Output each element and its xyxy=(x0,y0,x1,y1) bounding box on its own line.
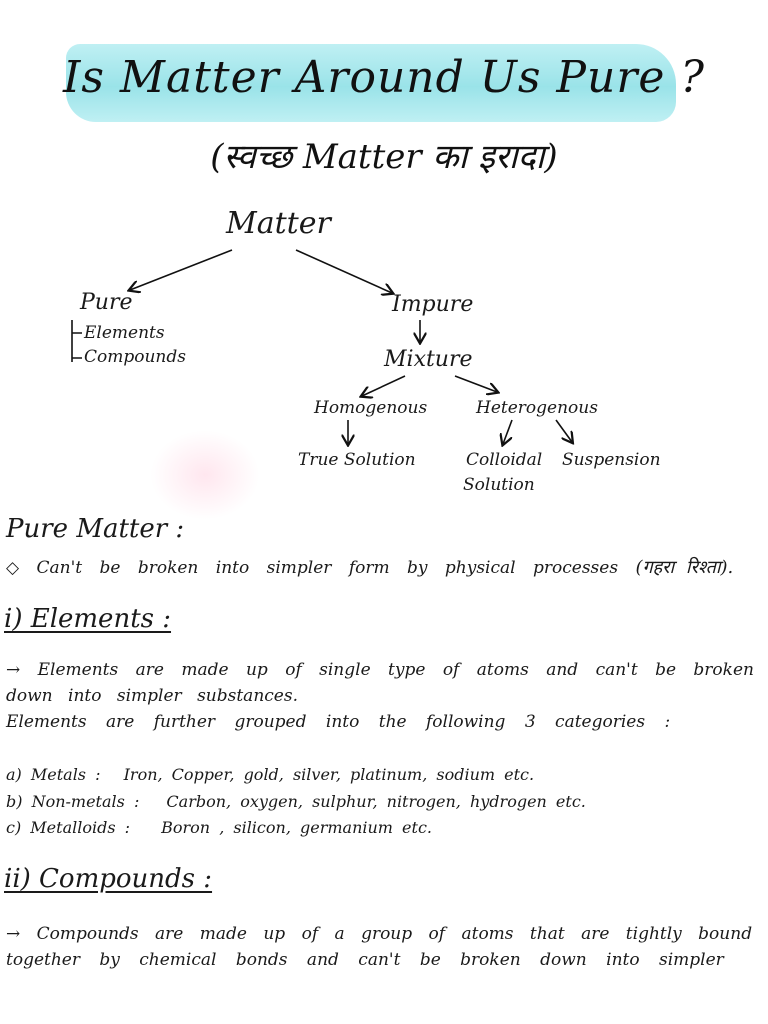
arrow-mixture-to-homogenous xyxy=(362,375,406,396)
compounds-heading: ii) Compounds : xyxy=(4,864,212,894)
elements-line-1: → Elements are made up of single type of… xyxy=(6,660,754,680)
page-subtitle: (स्वच्छ Matter का इरादा) xyxy=(210,137,558,177)
category-metalloids-label: c) Metalloids : xyxy=(6,818,131,837)
pure-children-bracket xyxy=(71,320,82,362)
elements-heading: i) Elements : xyxy=(4,604,171,634)
category-metals-label: a) Metals : xyxy=(6,765,101,784)
category-non-metals-items: Carbon, oxygen, sulphur, nitrogen, hydro… xyxy=(166,792,586,811)
category-metalloids: c) Metalloids : Boron , silicon, germani… xyxy=(6,818,432,837)
node-matter: Matter xyxy=(226,206,331,241)
node-colloidal: Colloidal xyxy=(466,450,543,470)
pure-matter-point: ◇ Can't be broken into simpler form by p… xyxy=(6,555,733,579)
compounds-heading-text: ii) Compounds : xyxy=(4,864,213,894)
elements-line-3: Elements are further grouped into the fo… xyxy=(6,712,671,732)
node-elements: Elements xyxy=(84,323,165,343)
node-mixture: Mixture xyxy=(384,347,473,372)
elements-heading-text: i) Elements : xyxy=(4,604,172,634)
category-metals-items: Iron, Copper, gold, silver, platinum, so… xyxy=(123,765,535,784)
node-colloidal-solution: Solution xyxy=(463,475,535,495)
node-impure: Impure xyxy=(392,292,474,317)
node-true-solution: True Solution xyxy=(298,450,416,470)
pure-matter-point-text: ◇ Can't be broken into simpler form by p… xyxy=(6,558,619,578)
arrow-mixture-to-heterogenous xyxy=(454,375,497,392)
title-highlight xyxy=(66,44,676,122)
node-pure: Pure xyxy=(80,290,133,315)
arrow-matter-to-pure xyxy=(130,249,233,290)
category-metalloids-items: Boron , silicon, germanium etc. xyxy=(161,818,432,837)
compounds-line-2: together by chemical bonds and can't be … xyxy=(6,950,724,970)
node-suspension: Suspension xyxy=(562,450,661,470)
pure-matter-hindi-note: (गहरा रिश्ता). xyxy=(635,557,734,578)
category-non-metals: b) Non-metals : Carbon, oxygen, sulphur,… xyxy=(6,792,586,811)
arrow-heterogenous-to-colloidal xyxy=(503,419,513,444)
node-compounds: Compounds xyxy=(84,347,186,367)
arrow-heterogenous-to-suspension xyxy=(555,419,572,442)
faint-background-mark xyxy=(150,430,260,520)
node-homogenous: Homogenous xyxy=(314,398,428,418)
arrow-matter-to-impure xyxy=(295,249,392,293)
elements-line-2: down into simpler substances. xyxy=(6,686,298,706)
compounds-line-1: → Compounds are made up of a group of at… xyxy=(6,924,753,944)
page-title: Is Matter Around Us Pure ? xyxy=(62,52,706,103)
category-metals: a) Metals : Iron, Copper, gold, silver, … xyxy=(6,765,534,784)
node-heterogenous: Heterogenous xyxy=(476,398,598,418)
category-non-metals-label: b) Non-metals : xyxy=(6,792,140,811)
pure-matter-heading: Pure Matter : xyxy=(6,514,185,544)
